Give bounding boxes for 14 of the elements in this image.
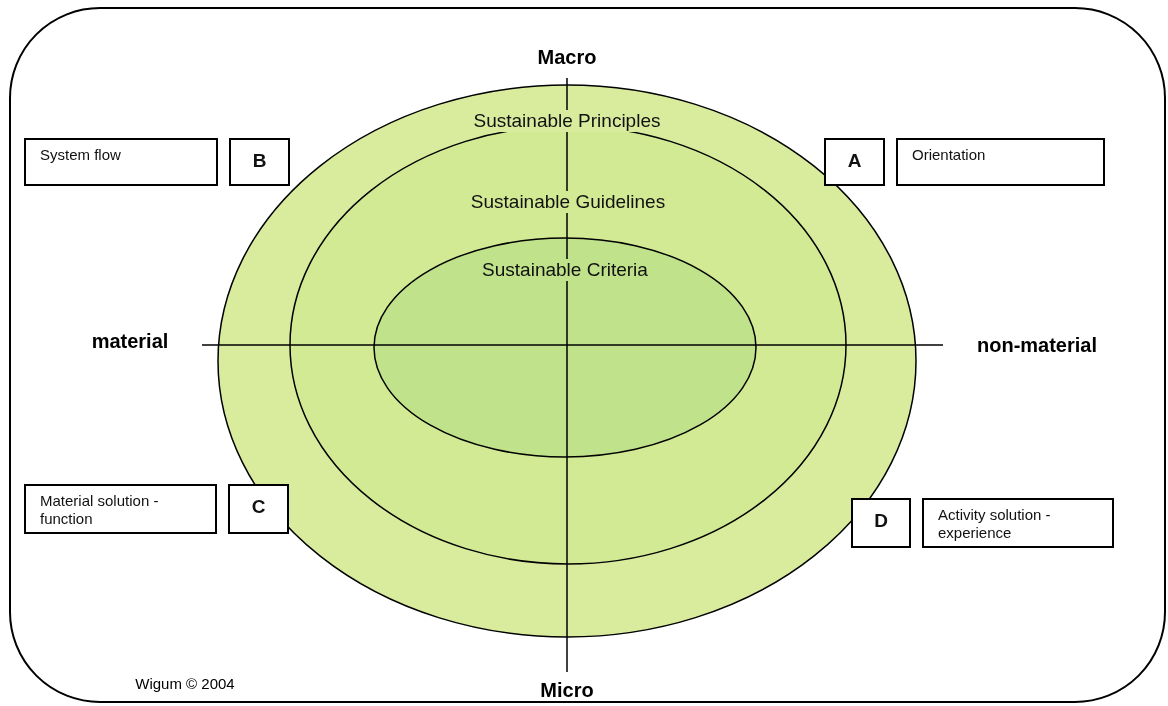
axis-label: material <box>91 329 169 353</box>
ellipse-label: Sustainable Criteria <box>479 259 651 281</box>
quadrant-label: Material solution - function <box>24 484 217 534</box>
quadrant-label: System flow <box>24 138 218 186</box>
quadrant-letter: D <box>851 498 911 548</box>
quadrant-letter: C <box>228 484 289 534</box>
quadrant-letter: A <box>824 138 885 186</box>
axis-label: Macro <box>537 45 597 69</box>
quadrant-letter: B <box>229 138 290 186</box>
axis-label: non-material <box>977 333 1097 357</box>
axis-label: Micro <box>540 678 594 702</box>
quadrant-label: Activity solution - experience <box>922 498 1114 548</box>
copyright-note: Wigum © 2004 <box>135 674 235 692</box>
quadrant-label: Orientation <box>896 138 1105 186</box>
